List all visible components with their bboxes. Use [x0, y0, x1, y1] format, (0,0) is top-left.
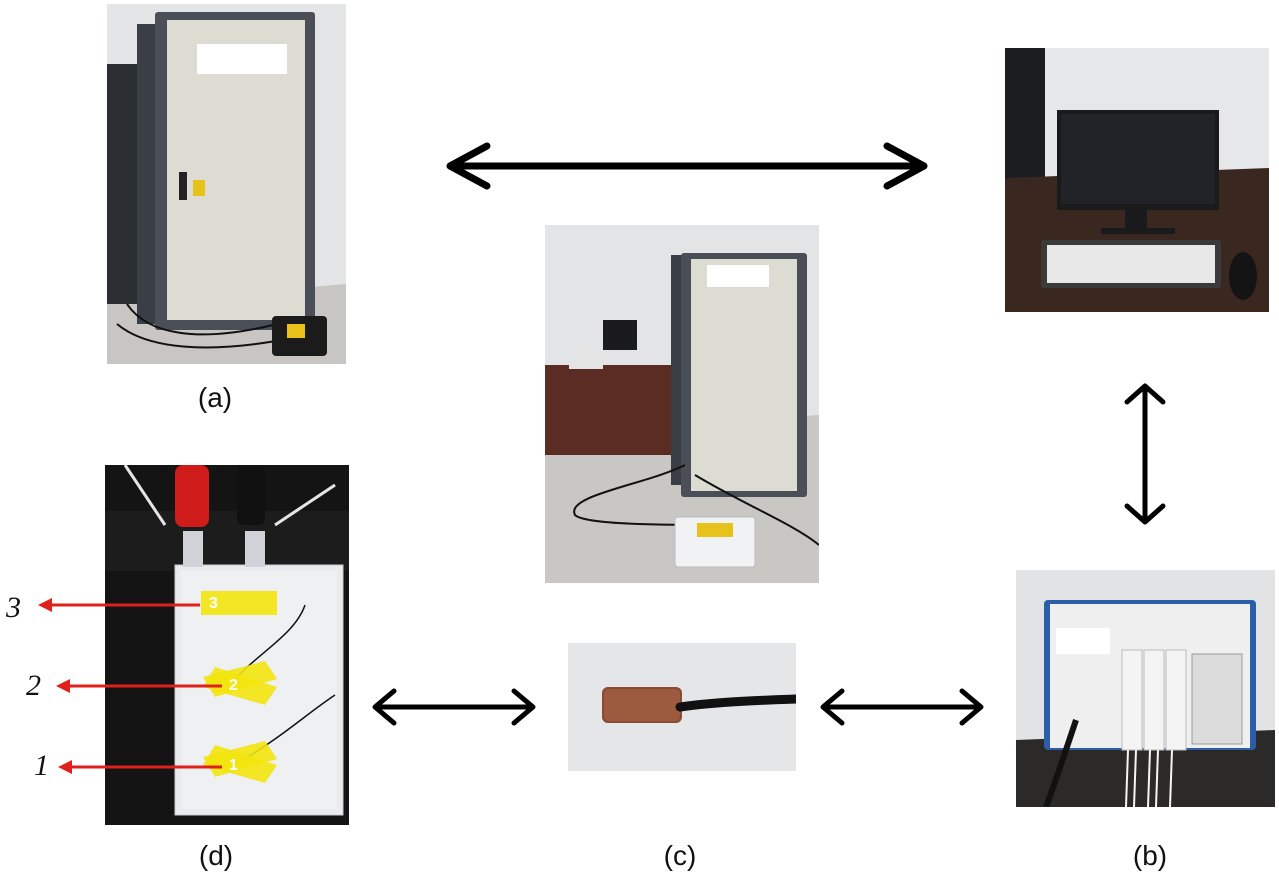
caption-b: (b) — [1132, 840, 1168, 871]
photo-computer — [1005, 48, 1269, 312]
double-arrow-top — [446, 142, 928, 190]
marker-2: 2 — [26, 669, 41, 702]
tape-label-2: 2 — [229, 677, 238, 694]
photo-overview — [545, 225, 819, 583]
marker-1: 1 — [34, 749, 49, 782]
caption-a: (a) — [197, 382, 233, 413]
photo-a-test-cabinet — [107, 4, 346, 364]
double-arrow-c-b — [820, 688, 984, 726]
photo-d-battery-pouch: 3 2 1 — [105, 465, 349, 825]
double-arrow-right-vertical — [1124, 383, 1166, 525]
photo-b-daq-chassis — [1016, 570, 1275, 807]
caption-c: (c) — [663, 840, 697, 871]
photo-c-thermocouple — [568, 643, 796, 771]
double-arrow-d-c — [372, 688, 536, 726]
tape-label-3: 3 — [209, 595, 218, 612]
caption-d: (d) — [198, 840, 234, 871]
marker-3: 3 — [6, 591, 21, 624]
tape-label-1: 1 — [229, 757, 238, 774]
